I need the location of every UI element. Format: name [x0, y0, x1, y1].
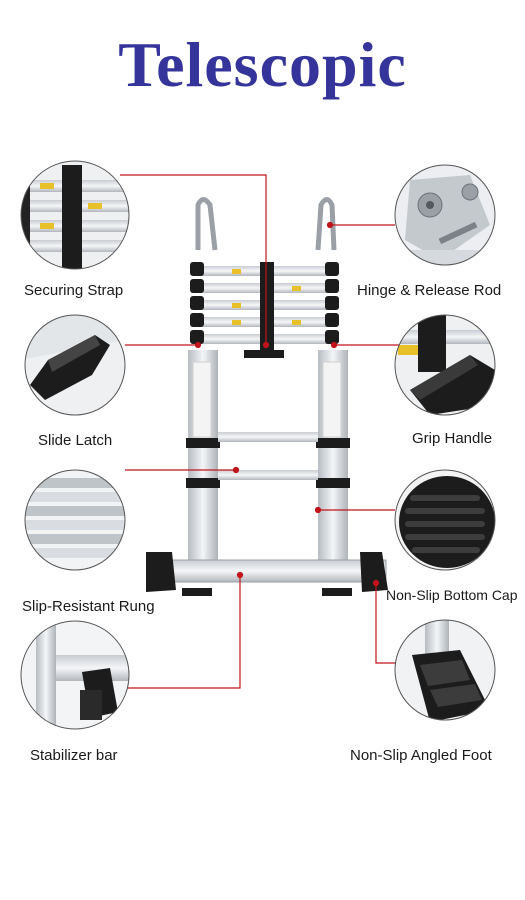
detail-angled-foot	[394, 619, 496, 721]
label-slip-resistant-rung: Slip-Resistant Rung	[22, 598, 155, 615]
label-non-slip-angled-foot: Non-Slip Angled Foot	[350, 747, 492, 764]
end-caps-left	[190, 262, 204, 344]
callout-line-angled-foot	[375, 583, 398, 664]
label-slide-latch: Slide Latch	[38, 432, 113, 449]
detail-grip-handle	[394, 314, 496, 416]
ladder-illustration	[146, 197, 388, 596]
detail-slide-latch	[24, 314, 126, 416]
label-securing-strap: Securing Strap	[24, 282, 124, 299]
detail-hinge	[394, 164, 496, 266]
detail-bottom-cap	[394, 469, 496, 571]
label-stabilizer-bar: Stabilizer bar	[30, 747, 118, 764]
callout-line-securing-strap	[120, 174, 267, 345]
label-non-slip-bottom-cap: Non-Slip Bottom Cap	[386, 587, 518, 603]
label-hinge-release-rod: Hinge & Release Rod	[357, 282, 502, 299]
detail-rung	[24, 469, 126, 571]
end-caps-right	[325, 262, 339, 344]
callout-line-stabilizer	[118, 575, 241, 689]
detail-stabilizer	[20, 620, 130, 730]
detail-securing-strap	[20, 160, 130, 270]
label-grip-handle: Grip Handle	[412, 430, 493, 447]
page-title: Telescopic	[118, 29, 407, 100]
